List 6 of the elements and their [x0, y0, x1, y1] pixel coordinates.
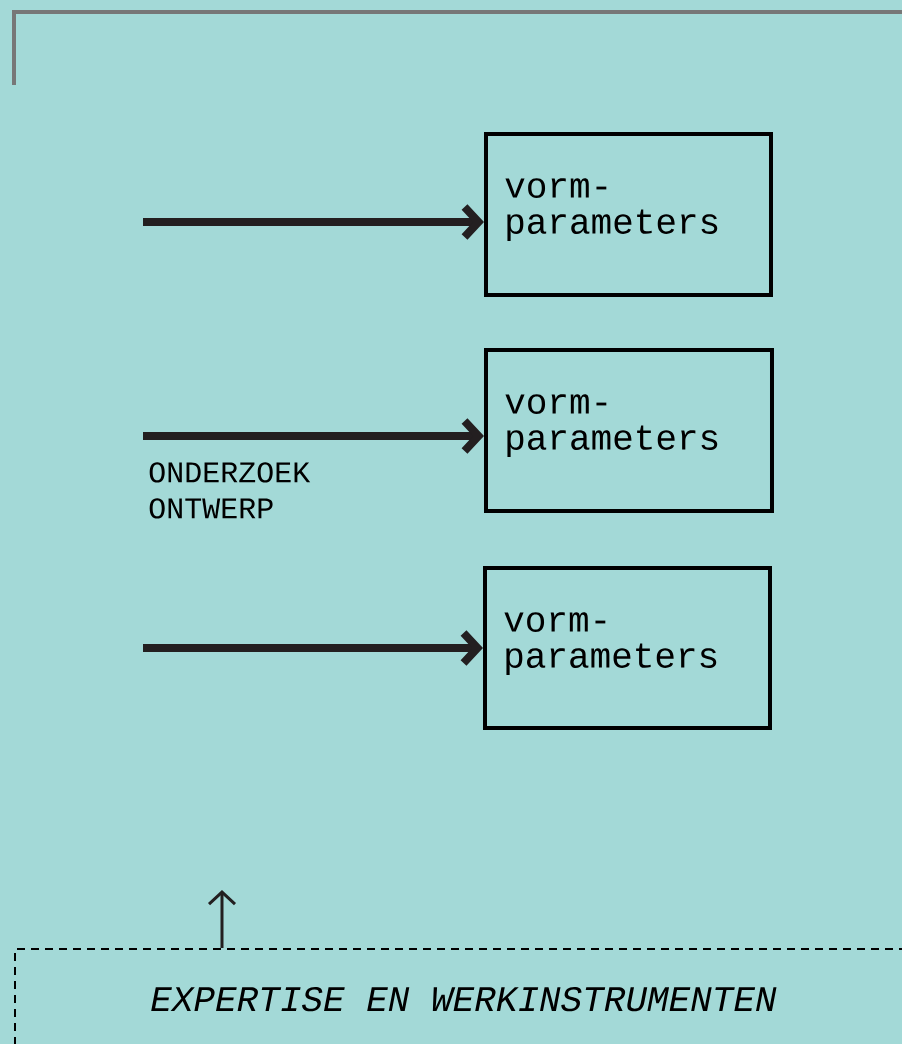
- dashed-box: EXPERTISE EN WERKINSTRUMENTEN: [14, 948, 902, 1044]
- edge-label: ONDERZOEK ONTWERP: [149, 462, 311, 519]
- arrow: [208, 890, 236, 948]
- text-box: vorm- parameters: [483, 566, 772, 730]
- text-box: vorm- parameters: [484, 132, 773, 297]
- text-box: vorm- parameters: [484, 348, 774, 513]
